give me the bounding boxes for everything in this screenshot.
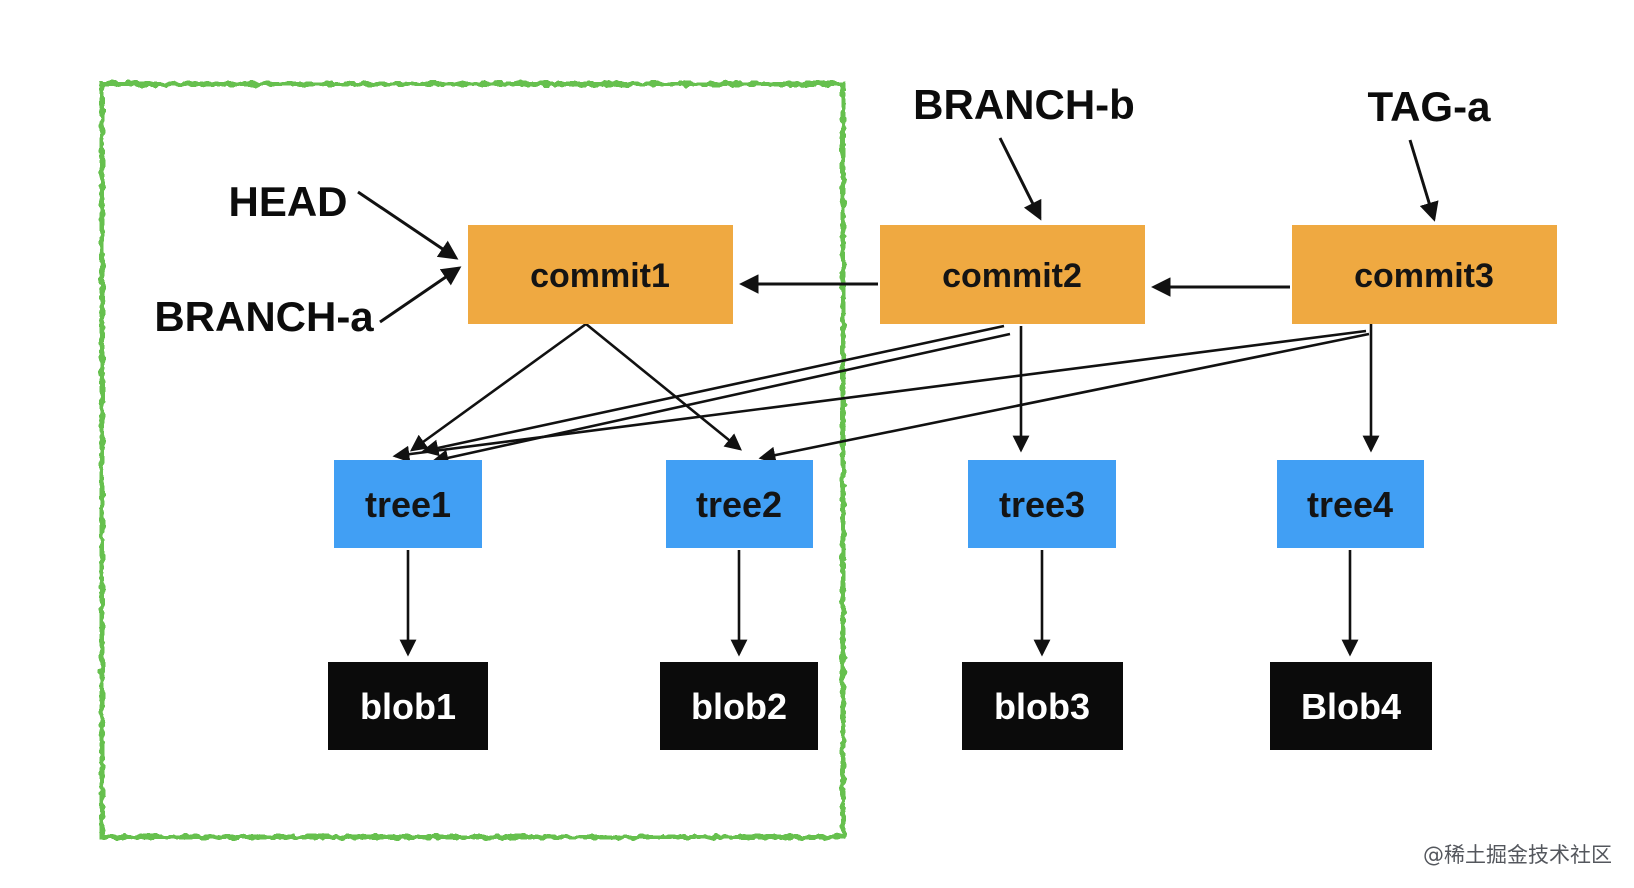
edge-commit3-to-tree2 [758, 332, 1370, 464]
tree3-label: tree3 [999, 484, 1085, 525]
commit2-node: commit2 [880, 225, 1145, 324]
watermark: @稀土掘金技术社区 [1423, 843, 1612, 867]
tree1-label: tree1 [365, 484, 451, 525]
tree1-box [334, 460, 482, 548]
blob2-box [660, 662, 818, 750]
commit1-label: commit1 [530, 257, 670, 295]
blob1-node: blob1 [328, 662, 488, 750]
edge-head-to-commit1 [357, 190, 459, 260]
blob3-label: blob3 [994, 686, 1090, 727]
tree4-box [1277, 460, 1424, 548]
tree1-node: tree1 [334, 460, 482, 548]
blob2-node: blob2 [660, 662, 818, 750]
repository-boundary-box [99, 81, 846, 840]
blob3-node: blob3 [962, 662, 1123, 750]
branch-a-label: BRANCH-a [154, 293, 374, 340]
edge-tag-a-to-commit3 [1408, 139, 1439, 222]
commit3-label: commit3 [1354, 257, 1494, 295]
branch-b-label: BRANCH-b [913, 81, 1135, 128]
tree4-node: tree4 [1277, 460, 1424, 548]
commit3-box [1292, 225, 1557, 324]
commit3-node: commit3 [1292, 225, 1557, 324]
blob1-box [328, 662, 488, 750]
edge-commit2-to-tree1 [421, 324, 1005, 457]
commit2-label: commit2 [942, 257, 1082, 295]
edge-branch-b-to-commit2 [998, 137, 1042, 221]
tag-a-label: TAG-a [1368, 83, 1492, 130]
tree2-label: tree2 [696, 484, 782, 525]
blob2-label: blob2 [691, 686, 787, 727]
blob4-label: Blob4 [1301, 686, 1401, 727]
commit2-box [880, 225, 1145, 324]
head-label: HEAD [228, 178, 347, 225]
tree3-box [968, 460, 1116, 548]
edge-commit1-to-tree1 [409, 322, 587, 452]
tree2-node: tree2 [666, 460, 813, 548]
commit1-node: commit1 [468, 225, 733, 324]
tree4-label: tree4 [1307, 484, 1393, 525]
edge-commit2-to-tree1-double [431, 332, 1011, 467]
commit1-box [468, 225, 733, 324]
blob3-box [962, 662, 1123, 750]
edge-branch-a-to-commit1 [379, 266, 462, 324]
blob4-node: Blob4 [1270, 662, 1432, 750]
blob1-label: blob1 [360, 686, 456, 727]
edge-commit1-to-tree2 [585, 322, 742, 451]
edge-commit3-to-tree1 [392, 329, 1367, 463]
tree3-node: tree3 [968, 460, 1116, 548]
blob4-box [1270, 662, 1432, 750]
tree2-box [666, 460, 813, 548]
